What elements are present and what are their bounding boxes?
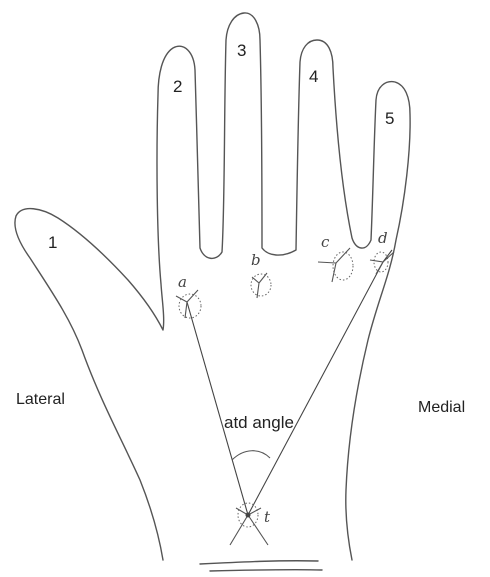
atd-angle-label: atd angle [224,413,294,432]
triradius-label-d: d [378,229,388,247]
triradius-c [318,248,353,282]
finger-label-4: 4 [309,67,318,86]
finger-label-1: 1 [48,233,57,252]
triradius-b [251,273,271,298]
line-d-to-t [248,262,383,515]
triradius-t [230,503,268,545]
wrist-crease-upper [200,561,318,564]
hand-outline [15,13,410,560]
triradius-label-b: b [251,251,261,269]
atd-angle-arc [232,451,270,460]
triradius-label-a: a [178,273,187,291]
line-a-to-t [187,302,248,515]
triradius-label-c: c [321,233,330,251]
wrist-crease-lower [210,570,322,571]
triradius-label-t: t [264,508,271,526]
finger-label-2: 2 [173,77,182,96]
finger-label-3: 3 [237,41,246,60]
lateral-label: Lateral [16,391,65,408]
triradius-a [176,290,201,318]
finger-label-5: 5 [385,109,394,128]
medial-label: Medial [418,399,465,416]
